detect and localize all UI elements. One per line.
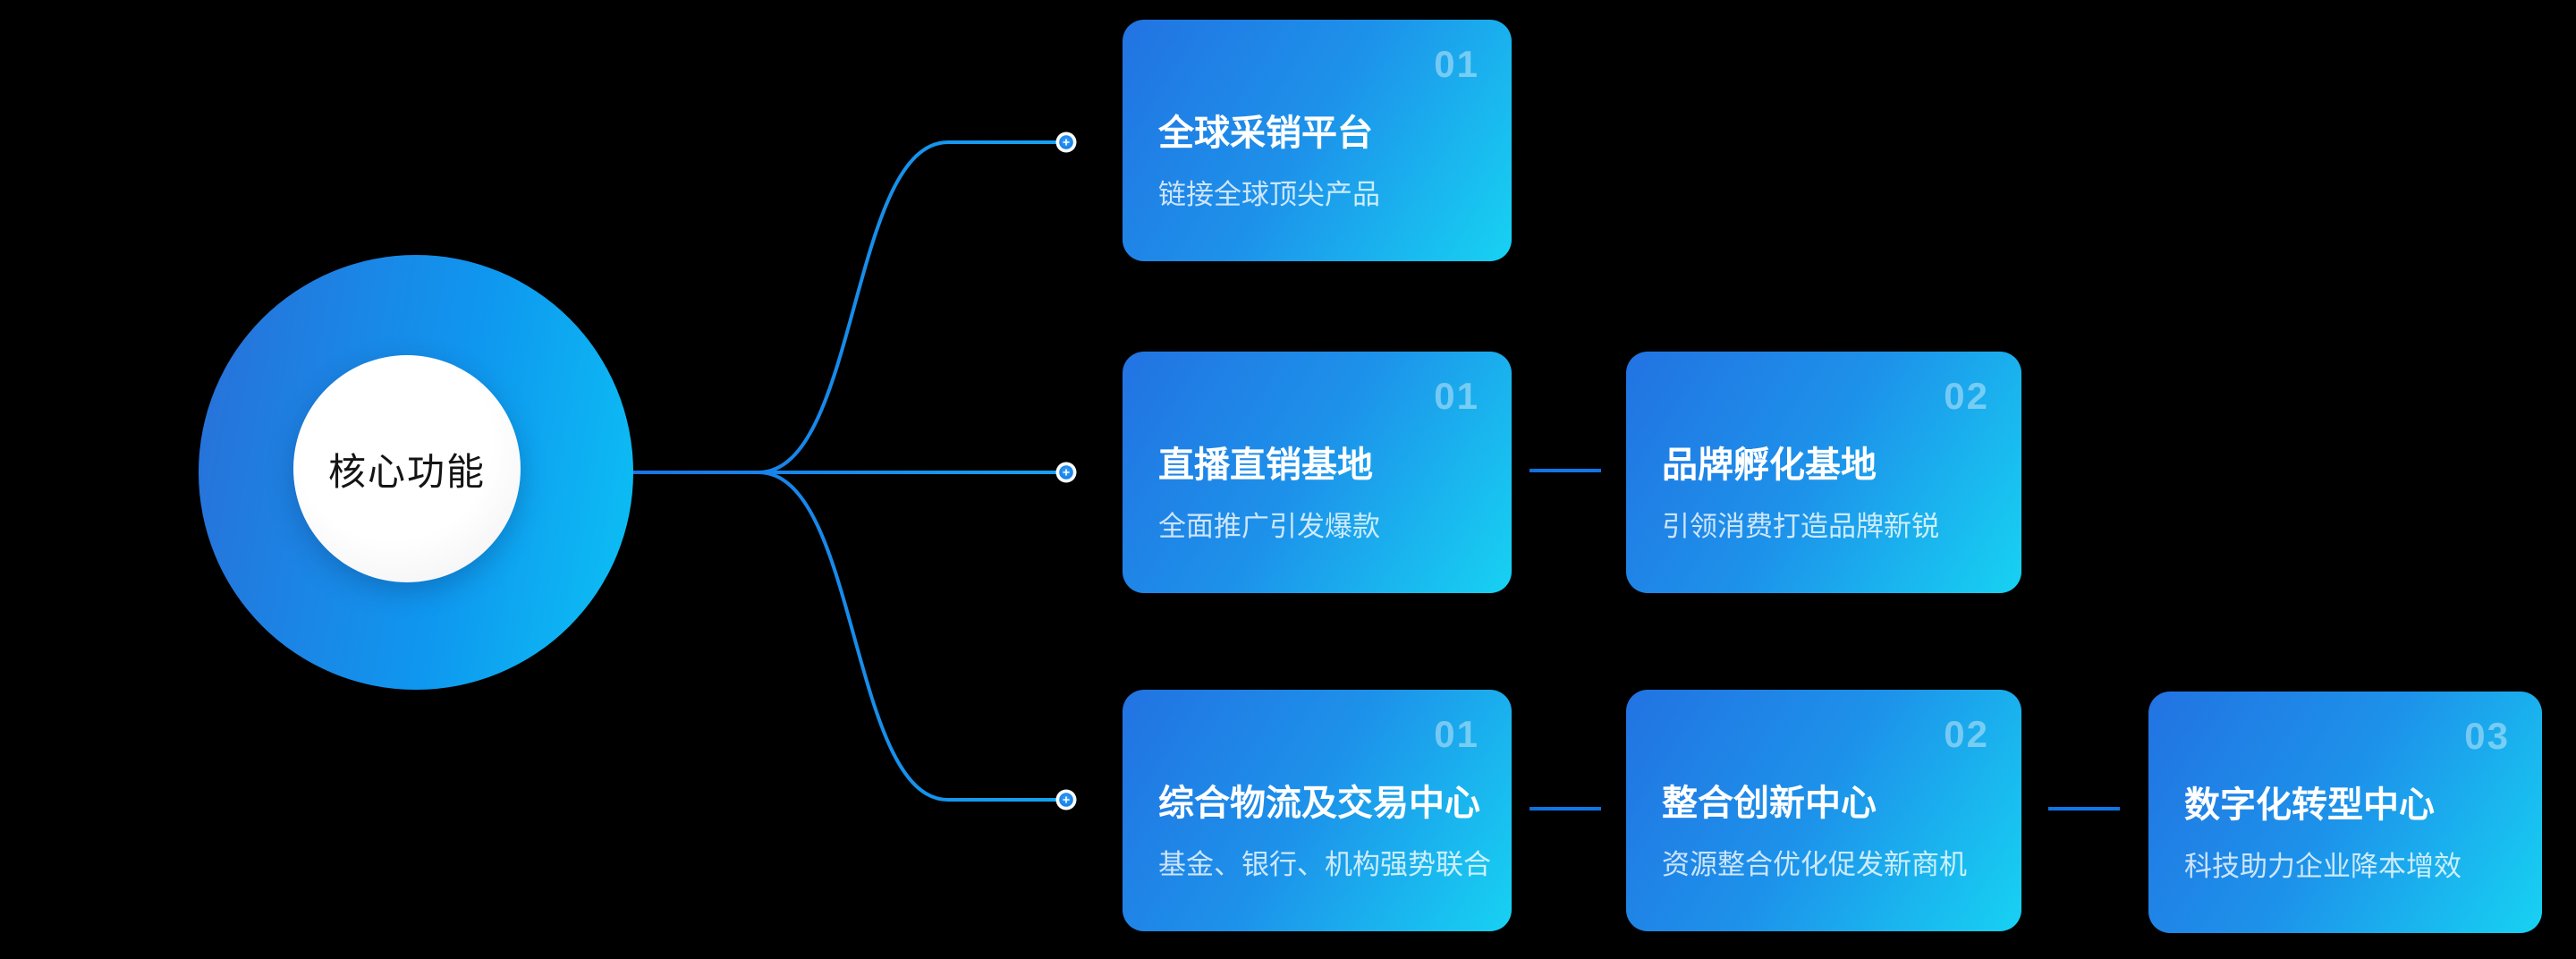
hub-circle: 核心功能 [199, 255, 633, 690]
connector-node [1055, 789, 1077, 810]
card-title: 品牌孵化基地 [1662, 446, 1877, 485]
feature-card: 02 品牌孵化基地 引领消费打造品牌新锐 [1626, 352, 2021, 593]
card-number: 01 [1434, 43, 1479, 85]
card-subtitle: 引领消费打造品牌新锐 [1662, 511, 1939, 542]
card-subtitle: 科技助力企业降本增效 [2184, 851, 2462, 882]
feature-card: 03 数字化转型中心 科技助力企业降本增效 [2148, 692, 2542, 933]
feature-card: 02 整合创新中心 资源整合优化促发新商机 [1626, 690, 2021, 931]
card-number: 02 [1944, 713, 1989, 755]
card-subtitle: 全面推广引发爆款 [1158, 511, 1380, 542]
card-subtitle: 资源整合优化促发新商机 [1662, 849, 1967, 880]
card-title: 综合物流及交易中心 [1158, 784, 1480, 823]
feature-card: 01 直播直销基地 全面推广引发爆款 [1123, 352, 1512, 593]
card-title: 全球采销平台 [1158, 114, 1373, 153]
card-title: 数字化转型中心 [2184, 785, 2435, 825]
card-number: 01 [1434, 713, 1479, 755]
card-number: 01 [1434, 375, 1479, 417]
card-title: 整合创新中心 [1662, 784, 1877, 823]
branch-line-top [758, 140, 1056, 474]
branch-line-bottom [758, 471, 1056, 802]
feature-card: 01 全球采销平台 链接全球顶尖产品 [1123, 20, 1512, 261]
hub-label: 核心功能 [327, 450, 486, 493]
hub-inner-circle: 核心功能 [293, 355, 521, 582]
connector-node [1055, 462, 1077, 483]
feature-card: 01 综合物流及交易中心 基金、银行、机构强势联合 [1123, 690, 1512, 931]
card-subtitle: 基金、银行、机构强势联合 [1158, 849, 1491, 880]
card-number: 02 [1944, 375, 1989, 417]
card-title: 直播直销基地 [1158, 446, 1373, 485]
card-subtitle: 链接全球顶尖产品 [1158, 179, 1380, 210]
connector-node [1055, 132, 1077, 153]
card-number: 03 [2464, 715, 2510, 757]
